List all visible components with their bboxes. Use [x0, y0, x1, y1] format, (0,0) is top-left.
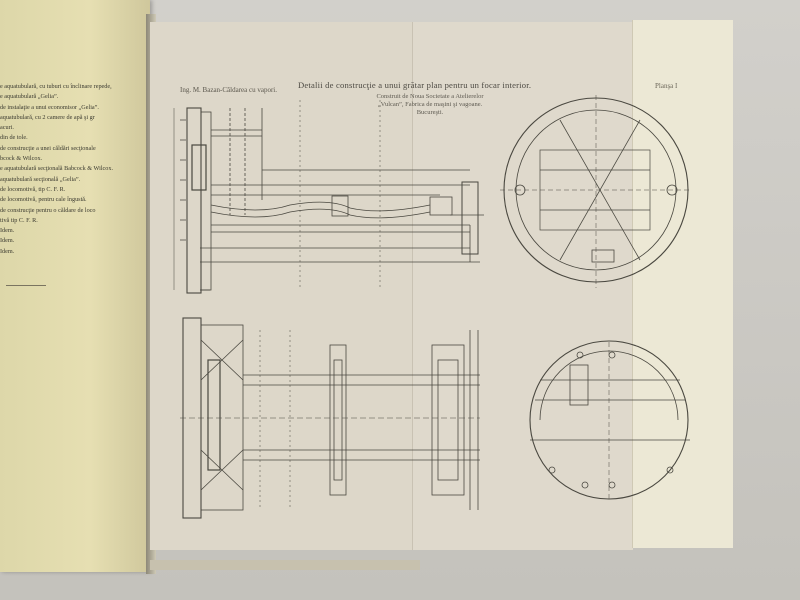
side-elevation-view: [173, 100, 484, 294]
plate-right-margin: [632, 20, 733, 548]
page-title: Detalii de construcţie a unui grătar pla…: [298, 80, 532, 90]
list-item: aquatubulară secţională „Gelia”.: [0, 175, 81, 183]
list-item: de locomotivă, tip C. F. R.: [0, 185, 66, 193]
list-item: e aquatubulară, cu tuburi cu înclinare r…: [0, 83, 112, 90]
list-item: Idem.: [0, 237, 15, 245]
credit-line: Bucureşti.: [416, 109, 444, 116]
plate-number: Planşa I: [655, 82, 678, 90]
author-caption: Ing. M. Bazan-Căldarea cu vapori.: [180, 86, 277, 94]
list-item: de instalaţie a unui economisor „Gelia”.: [0, 103, 99, 111]
list-item: de construcţie a unei căldări secţionale: [0, 144, 96, 152]
credit-block: Construit de Noua Societate a Atelierelo…: [355, 93, 505, 117]
list-item: Idem.: [0, 227, 15, 235]
list-item: Idem.: [0, 247, 15, 255]
left-page-rule: [6, 285, 46, 286]
list-item: din de tole.: [0, 134, 28, 142]
list-item: e aquatubulară „Gelia”.: [0, 93, 59, 101]
left-page-text: e aquatubulară, cu tuburi cu înclinare r…: [0, 82, 148, 257]
plan-view: [180, 317, 480, 519]
list-item: bcock & Wilcox.: [0, 155, 43, 163]
list-item: de construcţie pentru o căldare de loco: [0, 206, 96, 214]
half-circle-view: [529, 340, 690, 500]
list-item: e aquatubulară secţională Babcock & Wilc…: [0, 165, 114, 173]
credit-line: „Vulcan”, Fabrica de maşini şi vagoane.: [377, 101, 483, 108]
credit-line: Construit de Noua Societate a Atelierelo…: [376, 93, 484, 100]
list-item: aquatubulară, cu 2 camere de apă şi gr: [0, 113, 95, 121]
page-bottom-edge: [150, 560, 420, 570]
list-item: tivă tip C. F. R.: [0, 216, 38, 224]
list-item: de locomotivă, pentru cale îngustă.: [0, 196, 87, 204]
list-item: acuri.: [0, 124, 14, 132]
circular-section-view: [500, 95, 690, 288]
left-book-page: e aquatubulară, cu tuburi cu înclinare r…: [0, 0, 150, 572]
